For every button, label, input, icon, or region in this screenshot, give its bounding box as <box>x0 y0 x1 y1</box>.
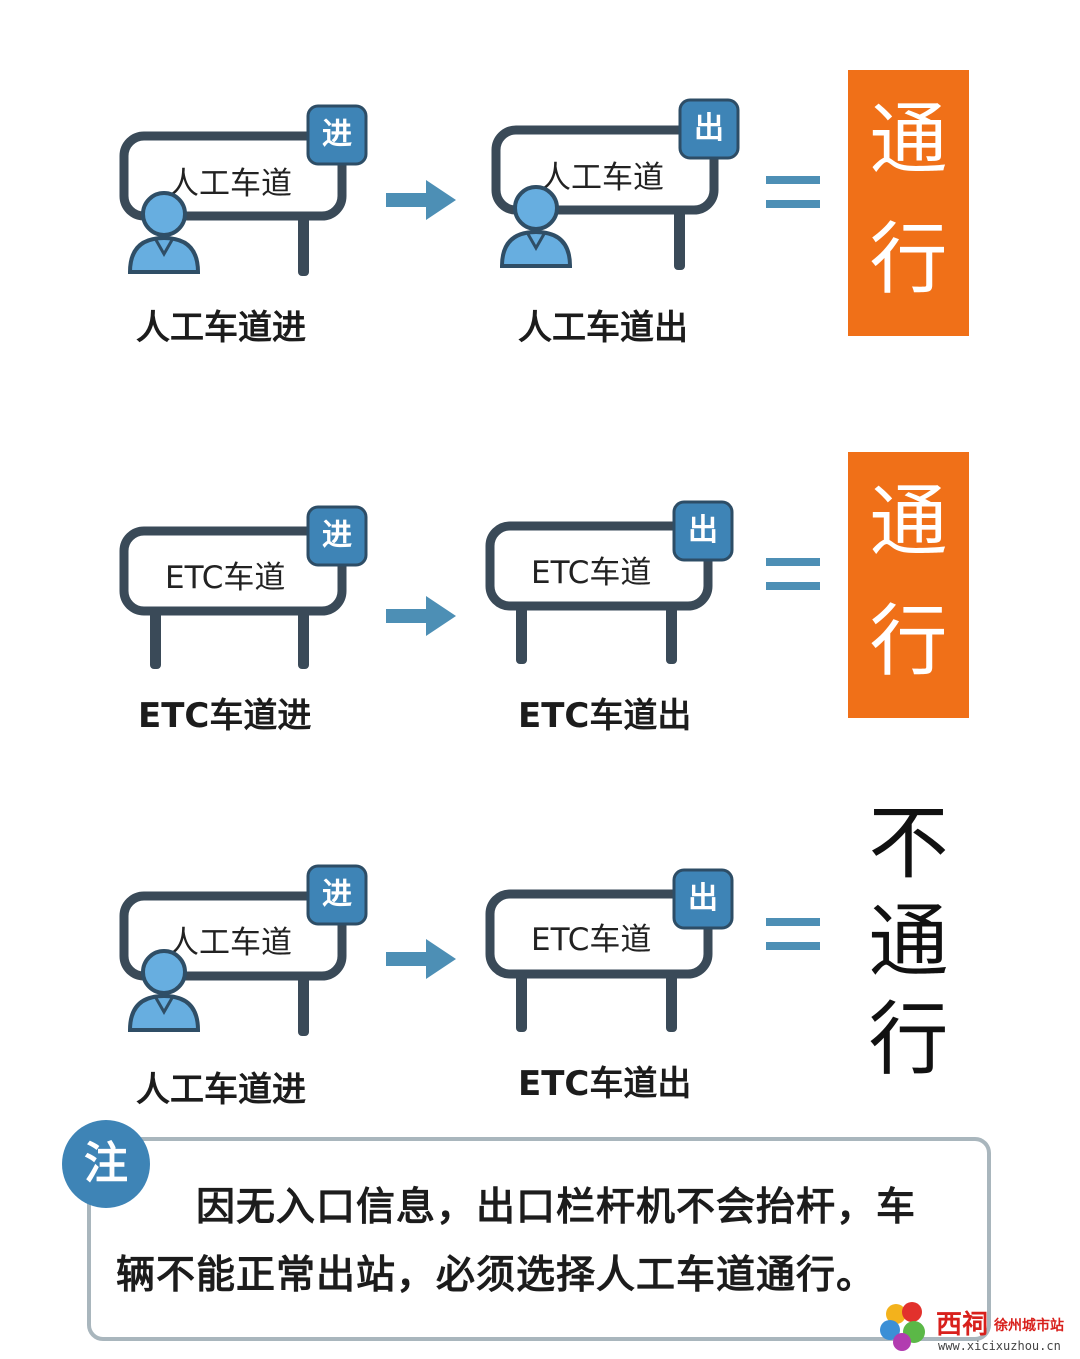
entry-caption: 人工车道进 <box>136 308 306 348</box>
result-char-1: 不 <box>868 797 949 890</box>
result-char-2: 行 <box>869 215 948 305</box>
entry-tag: 进 <box>322 877 352 912</box>
sign-board-graphic <box>485 500 734 664</box>
entry-sign-label: 人工车道 <box>168 925 292 961</box>
note-line-1: 因无入口信息，出口栏杆机不会抬杆，车 <box>196 1185 917 1230</box>
result-box: 通 行 <box>848 70 969 336</box>
result-char-1: 通 <box>869 95 948 185</box>
equals-icon <box>766 558 820 590</box>
arrow-icon <box>386 939 456 979</box>
arrow-icon <box>386 596 456 636</box>
entry-sign-label: ETC车道 <box>165 560 286 596</box>
result-char-2: 行 <box>869 597 948 687</box>
watermark-url: www.xicixuzhou.cn <box>938 1339 1061 1353</box>
note-line-2: 辆不能正常出站，必须选择人工车道通行。 <box>116 1253 877 1298</box>
xici-logo-icon <box>880 1302 925 1351</box>
sign-board-graphic <box>119 505 368 669</box>
exit-tag: 出 <box>688 881 718 916</box>
attendant-icon <box>499 185 573 268</box>
arrow-icon <box>386 180 456 220</box>
note-badge: 注 <box>62 1120 150 1208</box>
equals-icon <box>766 176 820 208</box>
exit-sign-label: 人工车道 <box>540 160 664 196</box>
entry-caption: 人工车道进 <box>136 1070 306 1110</box>
entry-sign-label: 人工车道 <box>168 166 292 202</box>
entry-tag: 进 <box>322 117 352 152</box>
result-char-1: 通 <box>869 477 948 567</box>
entry-tag: 进 <box>322 518 352 553</box>
attendant-icon <box>127 191 201 274</box>
result-char-3: 行 <box>868 993 949 1086</box>
exit-caption: 人工车道出 <box>518 308 688 348</box>
exit-caption: ETC车道出 <box>518 1064 692 1104</box>
watermark-brand: 西祠 <box>936 1310 989 1340</box>
sign-board-graphic <box>485 868 734 1032</box>
exit-tag: 出 <box>688 513 718 548</box>
entry-caption: ETC车道进 <box>138 696 312 736</box>
watermark-city: 徐州城市站 <box>994 1318 1064 1334</box>
equals-icon <box>766 918 820 950</box>
note-border <box>87 1137 991 1341</box>
exit-caption: ETC车道出 <box>518 696 692 736</box>
result-char-2: 通 <box>868 895 949 988</box>
exit-sign-label: ETC车道 <box>531 555 652 591</box>
exit-tag: 出 <box>694 111 724 146</box>
sign-board-graphic <box>491 98 740 270</box>
result-box: 通 行 <box>848 452 969 718</box>
attendant-icon <box>127 949 201 1032</box>
sign-board-graphic <box>119 104 368 276</box>
exit-sign-label: ETC车道 <box>531 922 652 958</box>
